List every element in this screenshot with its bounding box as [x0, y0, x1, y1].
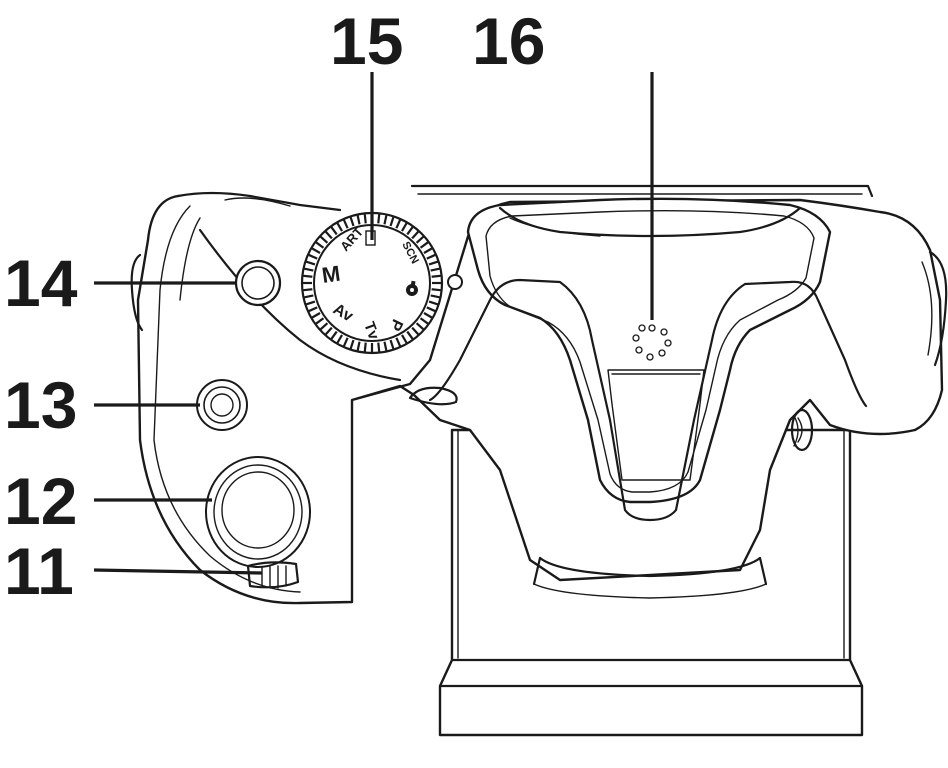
side-zoom-rocker — [790, 408, 814, 452]
dial-tooth — [315, 317, 325, 325]
dial-tooth — [423, 312, 433, 319]
dial-tooth — [330, 226, 338, 236]
dial-tooth — [406, 330, 414, 340]
dial-tooth — [401, 334, 408, 344]
dial-tooth — [377, 214, 381, 224]
callout-15: 15 — [330, 4, 403, 78]
dial-tooth — [336, 222, 343, 232]
zoom-lever — [246, 561, 300, 589]
speaker-hole — [646, 353, 654, 361]
speaker-hole — [632, 334, 640, 342]
dial-tooth — [389, 217, 395, 227]
mode-dial-manual-label: M — [320, 261, 342, 288]
callout-16: 16 — [472, 4, 545, 78]
dial-tooth — [303, 288, 313, 292]
flash-release-hook — [408, 386, 458, 406]
dial-tooth — [395, 337, 402, 347]
dial-tooth — [395, 219, 402, 229]
dial-tooth — [428, 260, 438, 266]
dial-tooth — [406, 226, 414, 236]
dial-tooth — [342, 337, 349, 347]
dial-tooth — [308, 306, 318, 313]
speaker-hole — [658, 349, 666, 357]
dial-tooth — [306, 300, 316, 306]
dial-tooth — [304, 267, 314, 272]
dial-tooth — [319, 322, 329, 330]
callout-12: 12 — [4, 464, 77, 538]
function-button — [196, 379, 248, 431]
dial-tooth — [304, 294, 314, 299]
dial-side-lug — [447, 274, 463, 290]
dial-tooth — [423, 247, 433, 254]
dial-tooth — [415, 322, 425, 330]
dial-tooth — [377, 342, 381, 352]
callout-11: 11 — [4, 534, 74, 608]
dial-tooth — [356, 341, 361, 351]
leader-lines — [93, 72, 654, 575]
dial-tooth — [342, 219, 349, 229]
mode-dial-custom-icon — [406, 280, 418, 296]
power-button — [234, 259, 282, 307]
dial-tooth — [411, 326, 419, 336]
speaker-grille — [632, 324, 672, 361]
dial-tooth — [330, 330, 338, 340]
dial-tooth — [383, 215, 388, 225]
dial-tooth — [311, 247, 321, 254]
dial-tooth — [419, 317, 429, 325]
callout-14: 14 — [4, 246, 78, 320]
dial-tooth — [426, 253, 436, 260]
dial-tooth — [430, 294, 440, 299]
dial-tooth — [311, 312, 321, 319]
dial-tooth — [303, 274, 313, 278]
dial-tooth — [325, 326, 333, 336]
leader-line-11 — [93, 568, 263, 575]
dial-tooth — [306, 260, 316, 266]
dial-tooth — [419, 241, 429, 249]
dial-tooth — [363, 342, 367, 352]
dial-tooth — [356, 215, 361, 225]
dial-tooth — [336, 334, 343, 344]
speaker-hole — [660, 328, 668, 336]
speaker-hole — [638, 324, 646, 332]
speaker-hole — [664, 339, 672, 347]
dial-tooth — [349, 217, 355, 227]
callout-13: 13 — [4, 368, 77, 442]
shutter-button — [205, 456, 311, 568]
dial-tooth — [415, 236, 425, 244]
dial-tooth — [431, 274, 441, 278]
speaker-hole — [648, 324, 656, 332]
dial-tooth — [389, 339, 395, 349]
speaker-hole — [635, 346, 643, 354]
dial-tooth — [349, 339, 355, 349]
flash-housing — [428, 197, 868, 599]
dial-tooth — [431, 288, 441, 292]
dial-tooth — [363, 214, 367, 224]
dial-tooth — [308, 253, 318, 260]
dial-tooth — [325, 230, 333, 240]
dial-tooth — [430, 267, 440, 272]
dial-tooth — [426, 306, 436, 313]
dial-tooth — [383, 341, 388, 351]
dial-tooth — [319, 236, 329, 244]
dial-tooth — [401, 222, 408, 232]
dial-tooth — [315, 241, 325, 249]
mode-dial-tv-label: Tv — [360, 320, 382, 343]
dial-tooth — [411, 230, 419, 240]
dial-tooth — [428, 300, 438, 306]
